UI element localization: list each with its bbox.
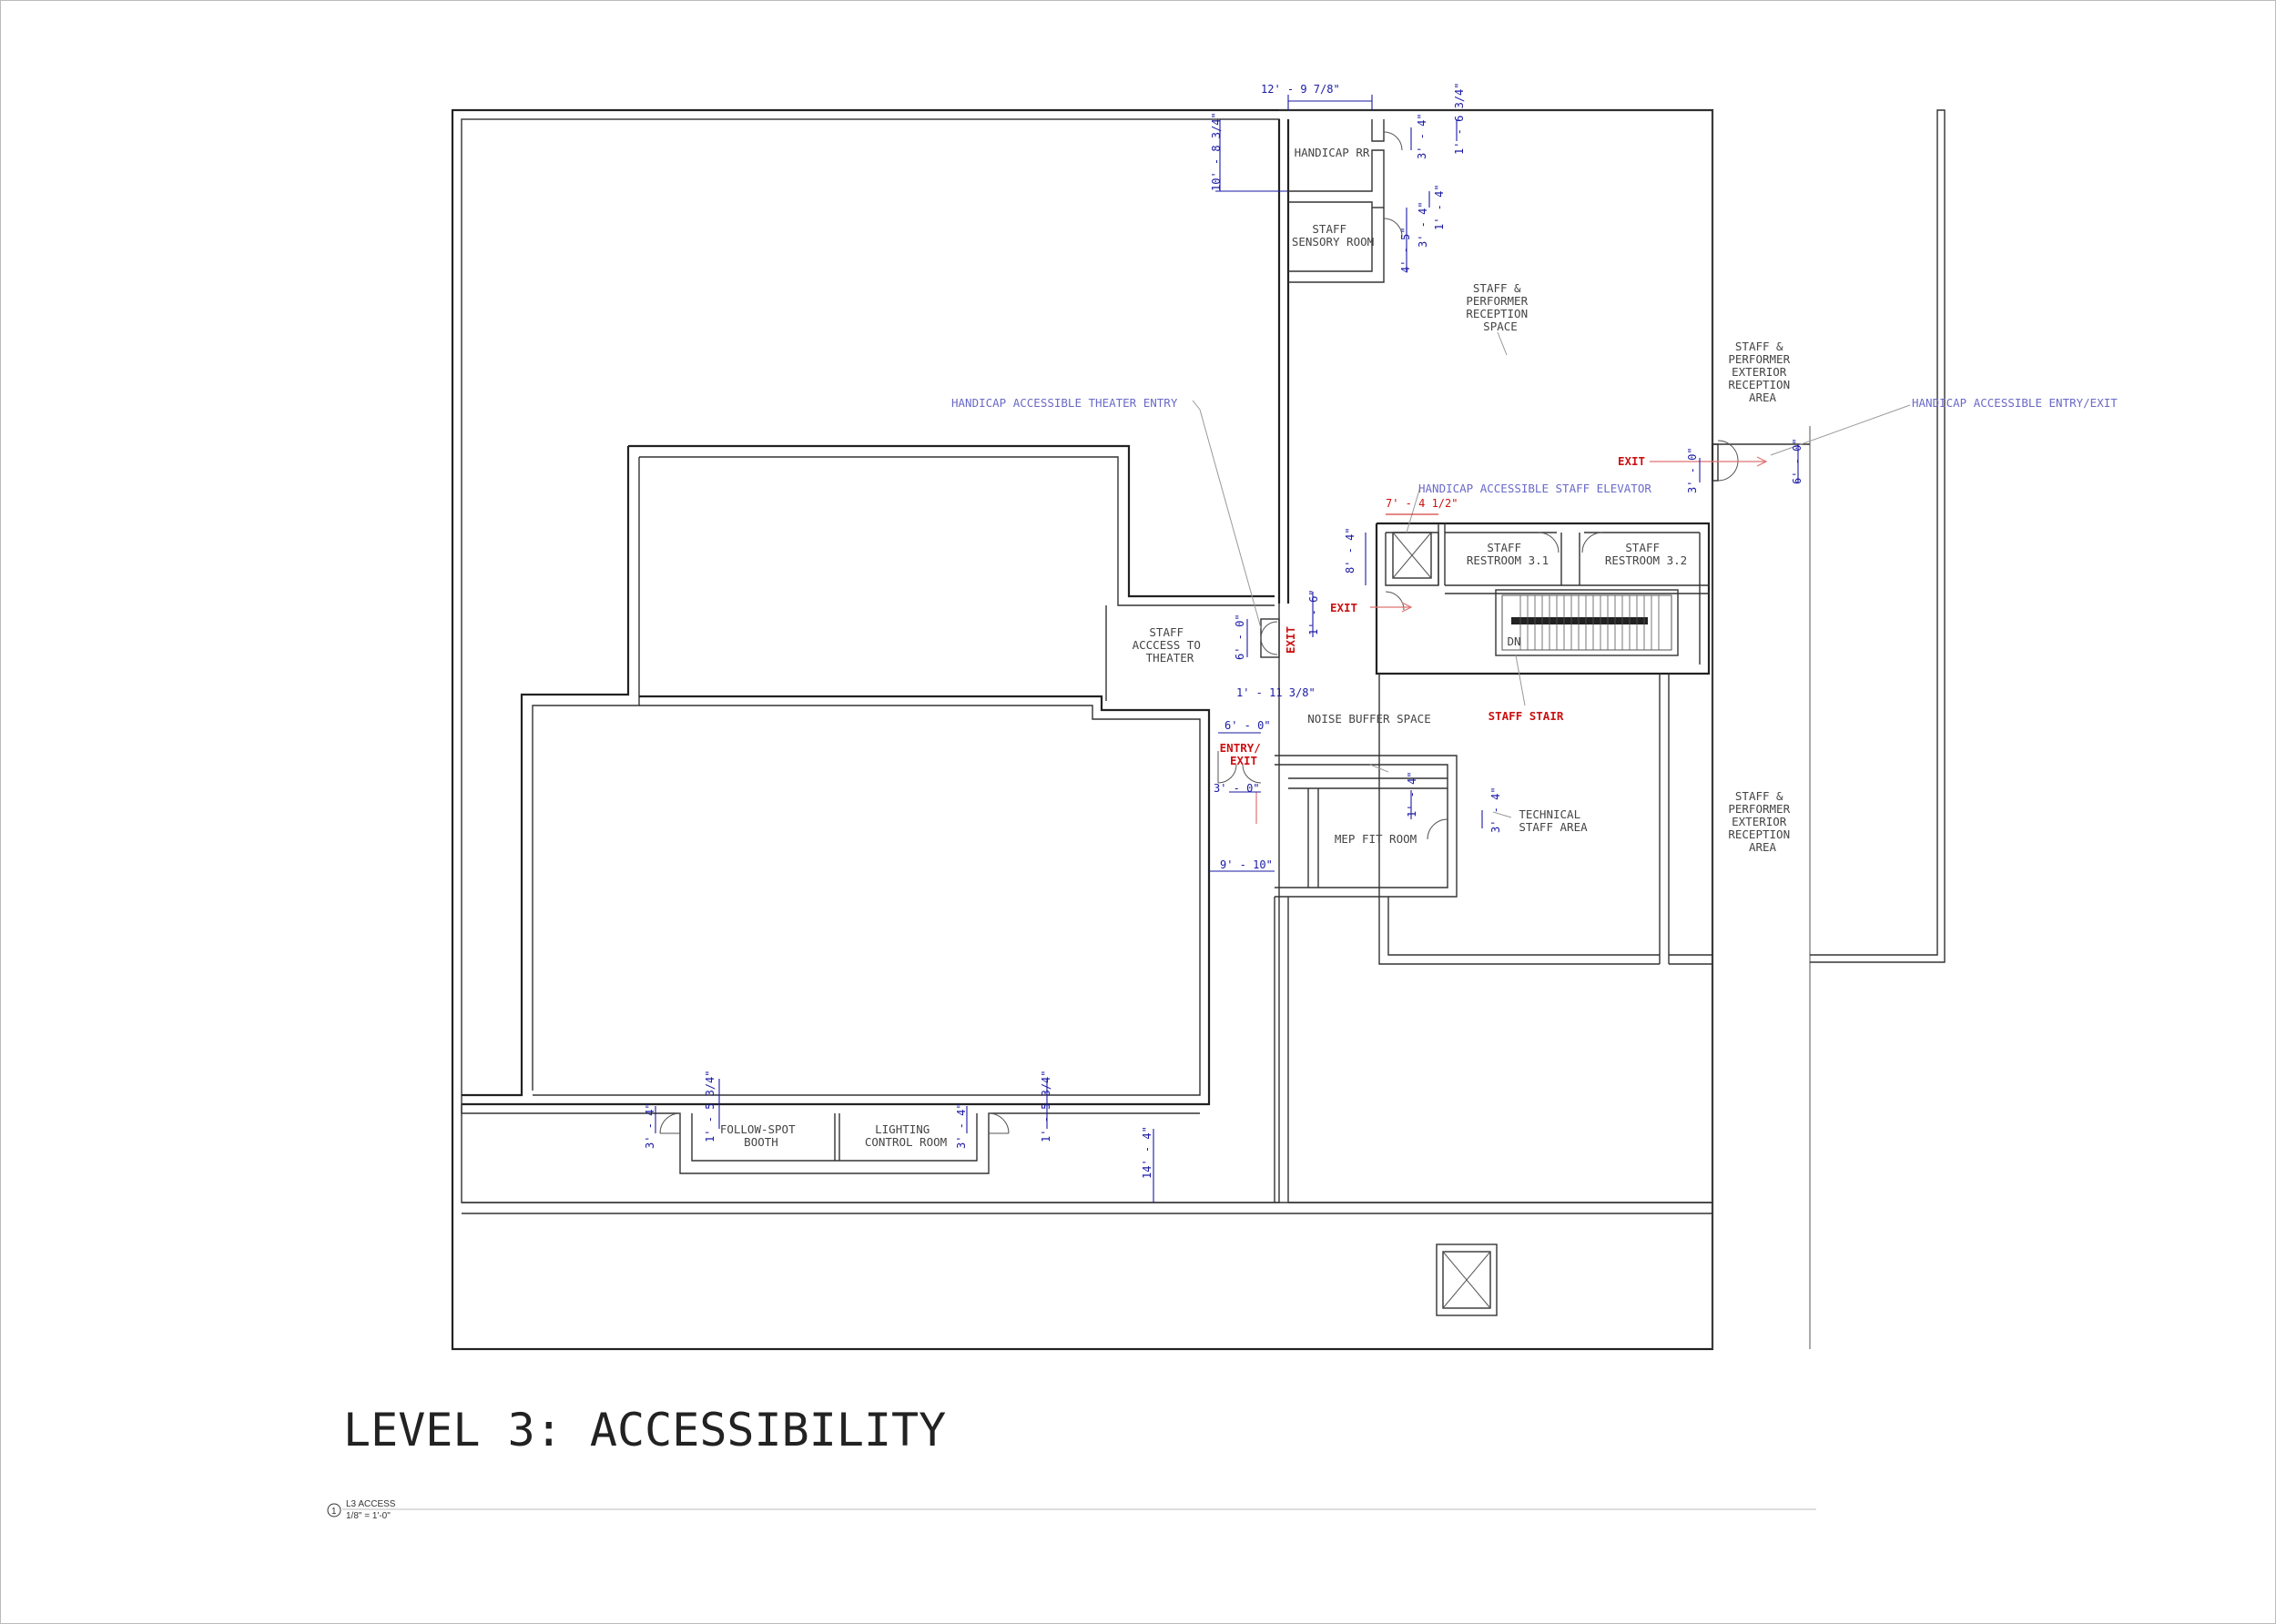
- note-staff-stair: STAFF STAIR: [1489, 709, 1564, 723]
- view-tag-name: L3 ACCESS: [346, 1499, 396, 1509]
- drawing-title: LEVEL 3: ACCESSIBILITY: [343, 1404, 946, 1457]
- room-staff-sensory: STAFF SENSORY ROOM: [1292, 222, 1374, 249]
- room-labels: HANDICAP RR STAFF SENSORY ROOM STAFF & P…: [720, 146, 1796, 1149]
- room-exterior-reception-top: STAFF & PERFORMER EXTERIOR RECEPTION ARE…: [1728, 340, 1796, 404]
- room-noise-buffer: NOISE BUFFER SPACE: [1307, 712, 1430, 726]
- dim-8: 3' - 0": [1686, 447, 1699, 493]
- note-entry-exit: HANDICAP ACCESSIBLE ENTRY/EXIT: [1912, 396, 2118, 410]
- view-tag: 1 L3 ACCESS 1/8" = 1'-0": [327, 1499, 1816, 1521]
- dim-4: 10' - 8 3/4": [1210, 112, 1223, 191]
- dim-2: 1' - 6 3/4": [1453, 83, 1466, 155]
- view-tag-circle: [327, 1503, 341, 1517]
- dim-11: 8' - 4": [1344, 527, 1356, 573]
- room-lighting-control: LIGHTING CONTROL ROOM: [865, 1122, 947, 1149]
- exit-arrows: [1255, 456, 1768, 824]
- room-mep-fit: MEP FIT ROOM: [1335, 832, 1417, 846]
- dim-21: 1' - 5 3/4": [704, 1071, 716, 1142]
- room-technical-staff: TECHNICAL STAFF AREA: [1519, 807, 1588, 834]
- room-follow-spot: FOLLOW-SPOT BOOTH: [720, 1122, 802, 1149]
- dim-6: 3' - 4": [1417, 201, 1429, 248]
- exit-label-right: EXIT: [1618, 454, 1645, 468]
- exit-label-elevator: EXIT: [1330, 601, 1357, 614]
- room-access-theater: STAFF ACCCESS TO THEATER: [1133, 625, 1208, 665]
- accessibility-notes: HANDICAP ACCESSIBLE THEATER ENTRY HANDIC…: [951, 396, 2118, 723]
- building-walls: [451, 108, 1946, 1351]
- dim-24: 14' - 4": [1141, 1126, 1153, 1179]
- note-theater-entry: HANDICAP ACCESSIBLE THEATER ENTRY: [951, 396, 1178, 410]
- dim-12: 1' - 6": [1307, 589, 1320, 635]
- room-handicap-rr: HANDICAP RR: [1295, 146, 1370, 159]
- exit-label-entry-exit: ENTRY/ EXIT: [1220, 741, 1268, 767]
- dimension-labels: 12' - 9 7/8" 1' - 6 3/4" 3' - 4" 10' - 8…: [644, 83, 1804, 1179]
- dim-9: 6' - 0": [1791, 438, 1804, 484]
- dim-1: 12' - 9 7/8": [1261, 83, 1340, 96]
- dim-16: 3' - 0": [1214, 782, 1260, 795]
- dim-10: 7' - 4 1/2": [1386, 497, 1458, 510]
- exit-labels: EXIT EXIT EXIT ENTRY/ EXIT: [1220, 454, 1645, 767]
- dimension-lines: [655, 95, 1799, 1203]
- stair-down-label: DN: [1507, 634, 1520, 648]
- view-tag-scale: 1/8" = 1'-0": [346, 1511, 391, 1521]
- dim-17: 1' - 4": [1406, 771, 1418, 817]
- dim-13: 6' - 0": [1234, 614, 1246, 660]
- dim-14: 1' - 11 3/8": [1236, 686, 1316, 699]
- room-reception-space: STAFF & PERFORMER RECEPTION SPACE: [1466, 281, 1534, 333]
- view-tag-number: 1: [331, 1507, 337, 1517]
- room-exterior-reception-bottom: STAFF & PERFORMER EXTERIOR RECEPTION ARE…: [1728, 789, 1796, 854]
- dim-22: 3' - 4": [955, 1102, 968, 1149]
- room-restroom-3-1: STAFF RESTROOM 3.1: [1467, 541, 1549, 567]
- dim-5: 1' - 4": [1433, 184, 1446, 230]
- dim-18: 3' - 4": [1489, 787, 1502, 833]
- dim-19: 9' - 10": [1220, 858, 1273, 871]
- dim-7: 4' - 5": [1399, 227, 1412, 273]
- room-restroom-3-2: STAFF RESTROOM 3.2: [1605, 541, 1687, 567]
- dim-15: 6' - 0": [1224, 719, 1271, 732]
- dim-3: 3' - 4": [1416, 113, 1428, 159]
- dim-23: 1' - 5 3/4": [1040, 1071, 1052, 1142]
- stair-treads: [1519, 595, 1660, 650]
- note-staff-elevator: HANDICAP ACCESSIBLE STAFF ELEVATOR: [1418, 482, 1651, 495]
- exit-label-vertical: EXIT: [1284, 626, 1297, 654]
- dim-20: 3' - 4": [644, 1102, 656, 1149]
- leader-lines: [1192, 331, 1911, 818]
